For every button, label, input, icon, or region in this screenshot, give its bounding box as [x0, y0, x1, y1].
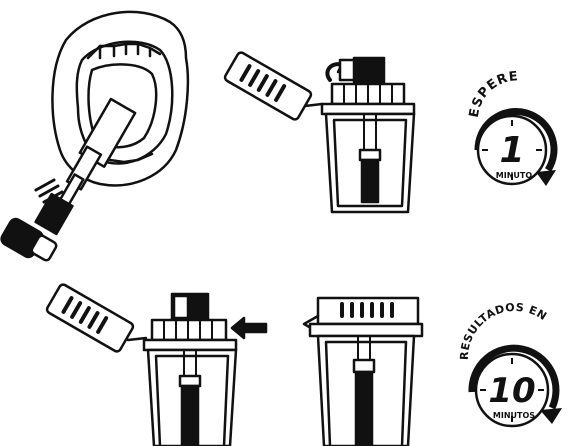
step-insert-swab [46, 283, 266, 446]
timer-2-number: 10 [488, 371, 535, 411]
step-open-tube [224, 51, 414, 212]
step-closed-tube [304, 298, 422, 446]
push-arrow-icon [232, 318, 266, 338]
timer-1-minute: ESPERE 1 MINUTO [467, 69, 556, 186]
tube-lid-open-2 [46, 283, 135, 353]
step-mouth-swab [0, 12, 188, 262]
tube-lid-open [224, 51, 313, 121]
timer-10-minutes: RESULTADOS EN 10 MINUTOS [458, 301, 562, 426]
timer-2-unit: MINUTOS [493, 411, 535, 420]
timer-1-number: 1 [499, 130, 524, 171]
timer-1-unit: MINUTO [496, 171, 533, 180]
